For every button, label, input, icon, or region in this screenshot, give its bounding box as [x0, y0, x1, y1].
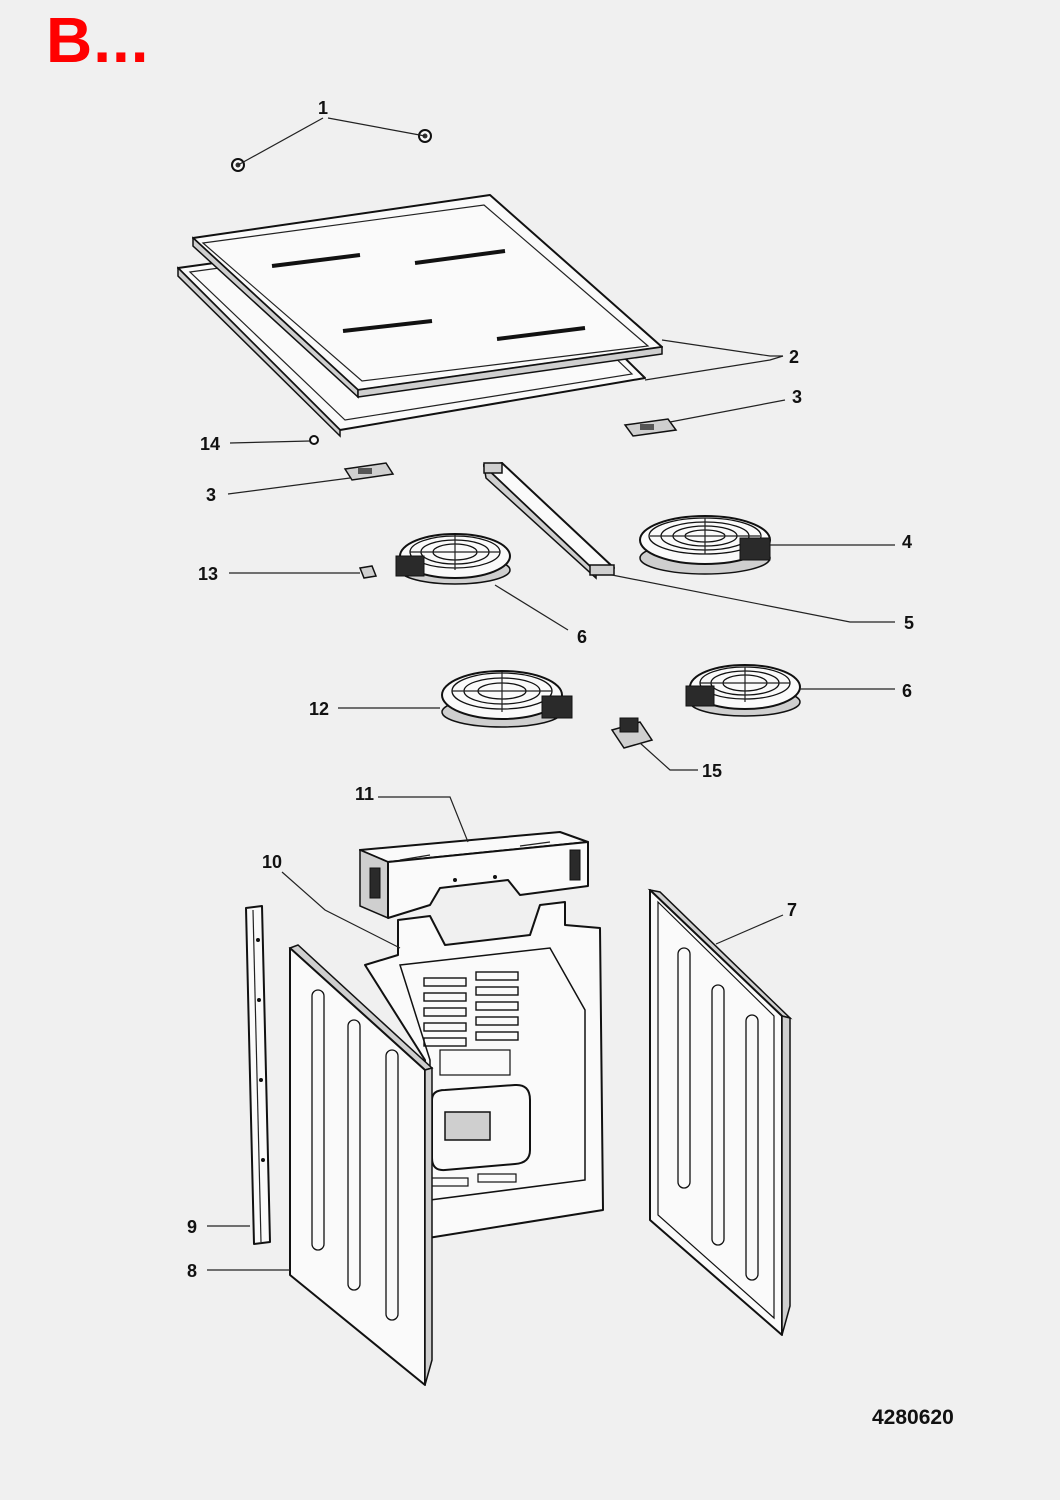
part-left-side-panel [288, 944, 434, 1386]
diagram-title: B... [46, 4, 150, 76]
part-brackets [343, 418, 678, 481]
part-side-rail [245, 905, 271, 1245]
part-heating-element-medium-left [441, 670, 573, 728]
callout-11: 11 [355, 784, 374, 804]
part-back-panel [364, 901, 604, 1239]
callout-1: 1 [318, 98, 328, 118]
callout-5: 5 [904, 613, 914, 633]
callout-3: 3 [792, 387, 802, 407]
callout-10: 10 [262, 852, 282, 872]
callout-6: 6 [577, 627, 587, 647]
part-glass-cooktop [177, 194, 663, 438]
callout-6: 6 [902, 681, 912, 701]
part-heating-element-small-right [685, 664, 801, 717]
callout-8: 8 [187, 1261, 197, 1281]
part-clip [358, 565, 378, 579]
part-connector-block [610, 717, 654, 749]
callout-labels: 1 2 3 3 14 4 5 13 6 6 12 15 11 10 7 9 8 [187, 98, 914, 1281]
part-cross-bar [482, 462, 615, 580]
leader-lines [207, 117, 895, 1271]
document-number: 4280620 [872, 1406, 954, 1429]
part-heating-element-large-right [639, 515, 771, 575]
callout-7: 7 [787, 900, 797, 920]
callout-14: 14 [200, 434, 220, 454]
part-heating-element-small-left [395, 533, 511, 585]
callout-9: 9 [187, 1217, 197, 1237]
part-right-side-panel [647, 888, 793, 1336]
part-screws [231, 129, 432, 172]
callout-3: 3 [206, 485, 216, 505]
callout-15: 15 [702, 761, 722, 781]
callout-2: 2 [789, 347, 799, 367]
callout-13: 13 [198, 564, 218, 584]
part-top-frame [359, 831, 589, 920]
callout-4: 4 [902, 532, 912, 552]
callout-12: 12 [309, 699, 329, 719]
part-small-screw [309, 435, 319, 445]
